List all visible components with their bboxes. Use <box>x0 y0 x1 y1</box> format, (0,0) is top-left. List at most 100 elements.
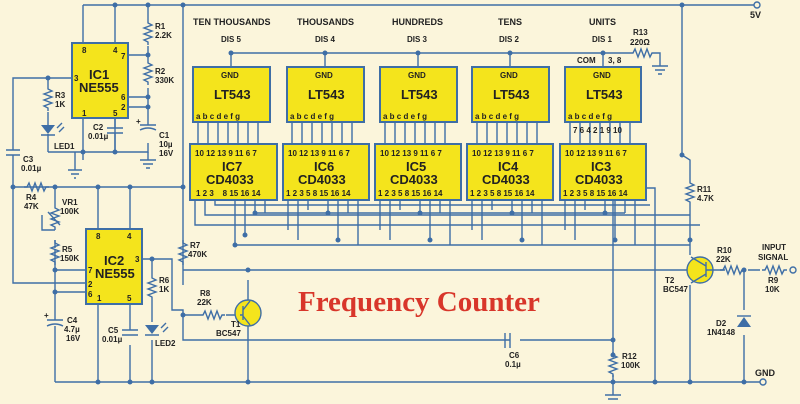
display-com-pins: 3, 8 <box>608 56 622 65</box>
display-heading: TEN THOUSANDS <box>193 17 271 27</box>
timer-part: NE555 <box>95 266 135 281</box>
vcc-terminal <box>753 1 761 9</box>
timers-1-pins-p6-label: 6 <box>88 290 93 299</box>
counter-ic4: 10 12 13 9 11 6 7 IC4 CD4033 1 2 3 5 8 1… <box>466 143 554 201</box>
timer-ref: IC2 <box>104 253 124 268</box>
vcc-label: 5V <box>750 10 761 20</box>
junction-dots <box>10 2 747 385</box>
components-r8-ref-label: R8 <box>200 289 211 298</box>
display-name: DIS 1 <box>592 35 613 44</box>
components-r9-ref-label: R9 <box>768 276 779 285</box>
input-terminal <box>789 266 797 274</box>
timers-0-pins-p8-label: 8 <box>82 46 87 55</box>
display-part: LT543 <box>401 87 438 102</box>
components-c6-ref-label: C6 <box>509 351 520 360</box>
components-vr1-ref-label: VR1 <box>62 198 78 207</box>
components-c3-ref-label: C3 <box>23 155 34 164</box>
counter-bottom-pins: 1 2 3 5 8 15 16 14 <box>378 189 443 198</box>
components-c4-rating-label: 16V <box>66 334 81 343</box>
counter-bus <box>194 200 700 246</box>
display-segments: a b c d e f g <box>290 112 334 121</box>
display-gnd-pin: GND <box>408 71 426 80</box>
components-r13-ref-label: R13 <box>633 28 648 37</box>
ground-icon <box>140 152 156 169</box>
counter-part: CD4033 <box>575 172 623 187</box>
components-r10-ref-label: R10 <box>717 246 732 255</box>
components-r8-value-label: 22K <box>197 298 212 307</box>
components-c1-ref-label: C1 <box>159 131 170 140</box>
components-r9-value-label: 10K <box>765 285 780 294</box>
transistor-t2: T2 BC547 <box>663 256 714 294</box>
components-c1-value-label: 10µ <box>159 140 173 149</box>
display-segments: a b c d e f g <box>383 112 427 121</box>
counter-part: CD4033 <box>206 172 254 187</box>
counter-ref: IC3 <box>591 159 611 174</box>
timers-0-pins-p6-label: 6 <box>121 93 126 102</box>
counter-bottom-pins: 1 2 3 5 8 15 16 14 <box>470 189 535 198</box>
counter-top-pins: 10 12 13 9 11 6 7 <box>195 149 257 158</box>
counter-ic5: 10 12 13 9 11 6 7 IC5 CD4033 1 2 3 5 8 1… <box>374 143 462 201</box>
display-part: LT543 <box>493 87 530 102</box>
segment-wires <box>197 122 631 144</box>
components-r5-ref-label: R5 <box>62 245 73 254</box>
components-led1-ref-label: LED1 <box>54 142 75 151</box>
components-r11-ref-label: R11 <box>697 185 712 194</box>
counter-ref: IC7 <box>222 159 242 174</box>
components-r2-ref-label: R2 <box>155 67 166 76</box>
components-r4-value-label: 47K <box>24 202 39 211</box>
display-heading: THOUSANDS <box>297 17 354 27</box>
timers-1-pins-p8-label: 8 <box>96 232 101 241</box>
components-r12-value-label: 100K <box>621 361 640 370</box>
display-segments: a b c d e f g <box>196 112 240 121</box>
components-r12-ref-label: R12 <box>622 352 637 361</box>
counter-ic7: 10 12 13 9 11 6 7 IC7 CD4033 1 2 3 8 15 … <box>189 143 278 201</box>
timer-ic2: 8 4 3 7 2 6 1 5 IC2 NE555 <box>85 228 143 305</box>
display-gnd-pin: GND <box>221 71 239 80</box>
components-r6-ref-label: R6 <box>159 276 170 285</box>
display-part: LT543 <box>586 87 623 102</box>
components-t2-value-label: BC547 <box>663 285 688 294</box>
components-r7-value-label: 470K <box>188 250 207 259</box>
counter-bottom-pins: 1 2 3 8 15 16 14 <box>196 189 261 198</box>
timers-1-pins-p4-label: 4 <box>127 232 132 241</box>
timers-0-pins-p4-label: 4 <box>113 46 118 55</box>
timer-ref: IC1 <box>89 67 109 82</box>
display-name: DIS 3 <box>407 35 428 44</box>
timer-ic1: 8 4 7 3 6 2 1 5 IC1 NE555 <box>71 42 129 119</box>
components-t1-value-label: BC547 <box>216 329 241 338</box>
components-c2-ref-label: C2 <box>93 123 104 132</box>
components-c3-value-label: 0.01µ <box>21 164 42 173</box>
timers-0-pins-p1-label: 1 <box>82 109 87 118</box>
components-r5-value-label: 150K <box>60 254 79 263</box>
svg-text:+: + <box>44 311 49 320</box>
timers-0-pins-p2-label: 2 <box>121 103 126 112</box>
display-gnd-pin: GND <box>500 71 518 80</box>
counter-part: CD4033 <box>390 172 438 187</box>
display-gnd-pin: GND <box>315 71 333 80</box>
diode-d2: D2 1N4148 <box>707 315 751 337</box>
display-heading: UNITS <box>589 17 616 27</box>
counter-ref: IC6 <box>314 159 334 174</box>
led1: LED1 <box>41 122 75 152</box>
counter-part: CD4033 <box>298 172 346 187</box>
timers-1-pins-p5-label: 5 <box>127 294 132 303</box>
components-d2-value-label: 1N4148 <box>707 328 736 337</box>
timers-0-pins-p7-label: 7 <box>121 52 126 61</box>
counter-top-pins: 10 12 13 9 11 6 7 <box>380 149 442 158</box>
timer-part: NE555 <box>79 80 119 95</box>
components-r6-value-label: 1K <box>159 285 169 294</box>
timers-1-pins-p3-label: 3 <box>135 255 140 264</box>
display-dis1: UNITS DIS 1 COM 3, 8 GND LT543 a b c d e… <box>564 17 642 135</box>
display-name: DIS 2 <box>499 35 520 44</box>
svg-text:+: + <box>136 117 141 126</box>
display-heading: HUNDREDS <box>392 17 443 27</box>
counter-ref: IC4 <box>498 159 519 174</box>
timers-0-pins-p5-label: 5 <box>113 109 118 118</box>
components-c2-value-label: 0.01µ <box>88 132 109 141</box>
components-d2-ref-label: D2 <box>716 319 727 328</box>
components-r10-value-label: 22K <box>716 255 731 264</box>
components-r7-ref-label: R7 <box>190 241 201 250</box>
